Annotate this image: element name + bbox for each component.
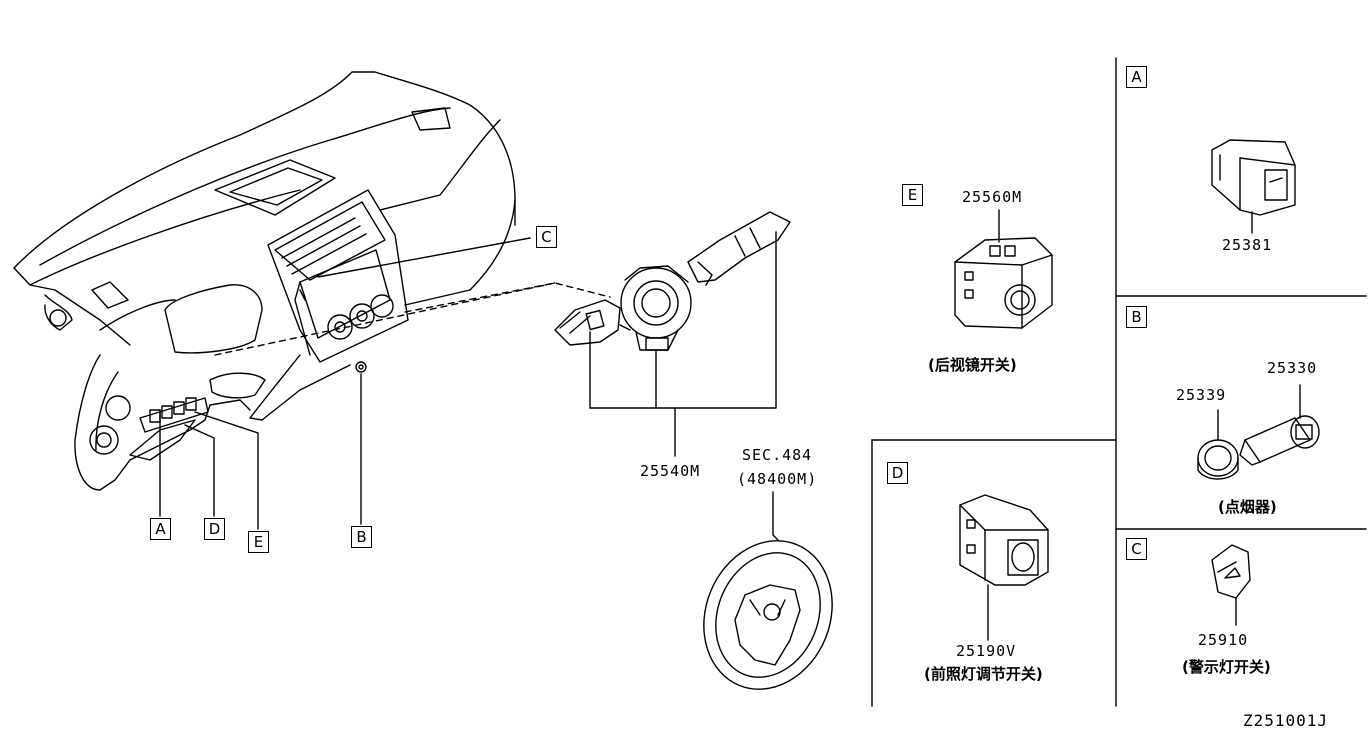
callout-E: E: [248, 531, 269, 553]
panel-B-label: B: [1126, 306, 1147, 328]
hazard-switch-drawing: [1211, 544, 1251, 626]
dashboard-leaders: [159, 237, 531, 530]
steering-wheel-drawing: [703, 491, 833, 690]
part-number-25190V: 25190V: [956, 642, 1017, 660]
part-number-25339: 25339: [1176, 386, 1227, 404]
callout-D: D: [204, 518, 225, 540]
part-number-25381: 25381: [1222, 236, 1273, 254]
combination-switch-drawing: [554, 211, 791, 457]
part-number-25910: 25910: [1198, 631, 1249, 649]
lighter-socket-drawing: [1197, 409, 1239, 480]
figure-id: Z251001J: [1243, 711, 1329, 730]
dashboard-illustration: [13, 71, 516, 491]
panel-E-label: E: [902, 184, 923, 206]
switch-25381-drawing: [1211, 139, 1296, 234]
callout-B: B: [351, 526, 372, 548]
panel-C-label: C: [1126, 538, 1147, 560]
steering-part-number: (48400M): [737, 470, 818, 488]
mirror-switch-drawing: [954, 209, 1053, 329]
caption-mirror-switch: (后视镜开关): [928, 356, 1017, 374]
part-number-25560M: 25560M: [962, 188, 1023, 206]
callout-A: A: [150, 518, 171, 540]
caption-cigar-lighter: (点烟器): [1218, 498, 1277, 516]
callout-C: C: [536, 226, 557, 248]
panel-A-label: A: [1126, 66, 1147, 88]
panel-D-label: D: [887, 462, 908, 484]
part-number-25330: 25330: [1267, 359, 1318, 377]
part-number-25540M: 25540M: [640, 462, 701, 480]
headlamp-leveling-drawing: [959, 494, 1049, 641]
cigar-lighter-drawing: [1239, 384, 1320, 466]
caption-hazard-switch: (警示灯开关): [1182, 658, 1271, 676]
section-reference: SEC.484: [742, 446, 813, 464]
dashed-leaders: [214, 282, 611, 356]
panel-dividers: [871, 57, 1367, 707]
caption-headlamp-leveling: (前照灯调节开关): [924, 665, 1043, 683]
